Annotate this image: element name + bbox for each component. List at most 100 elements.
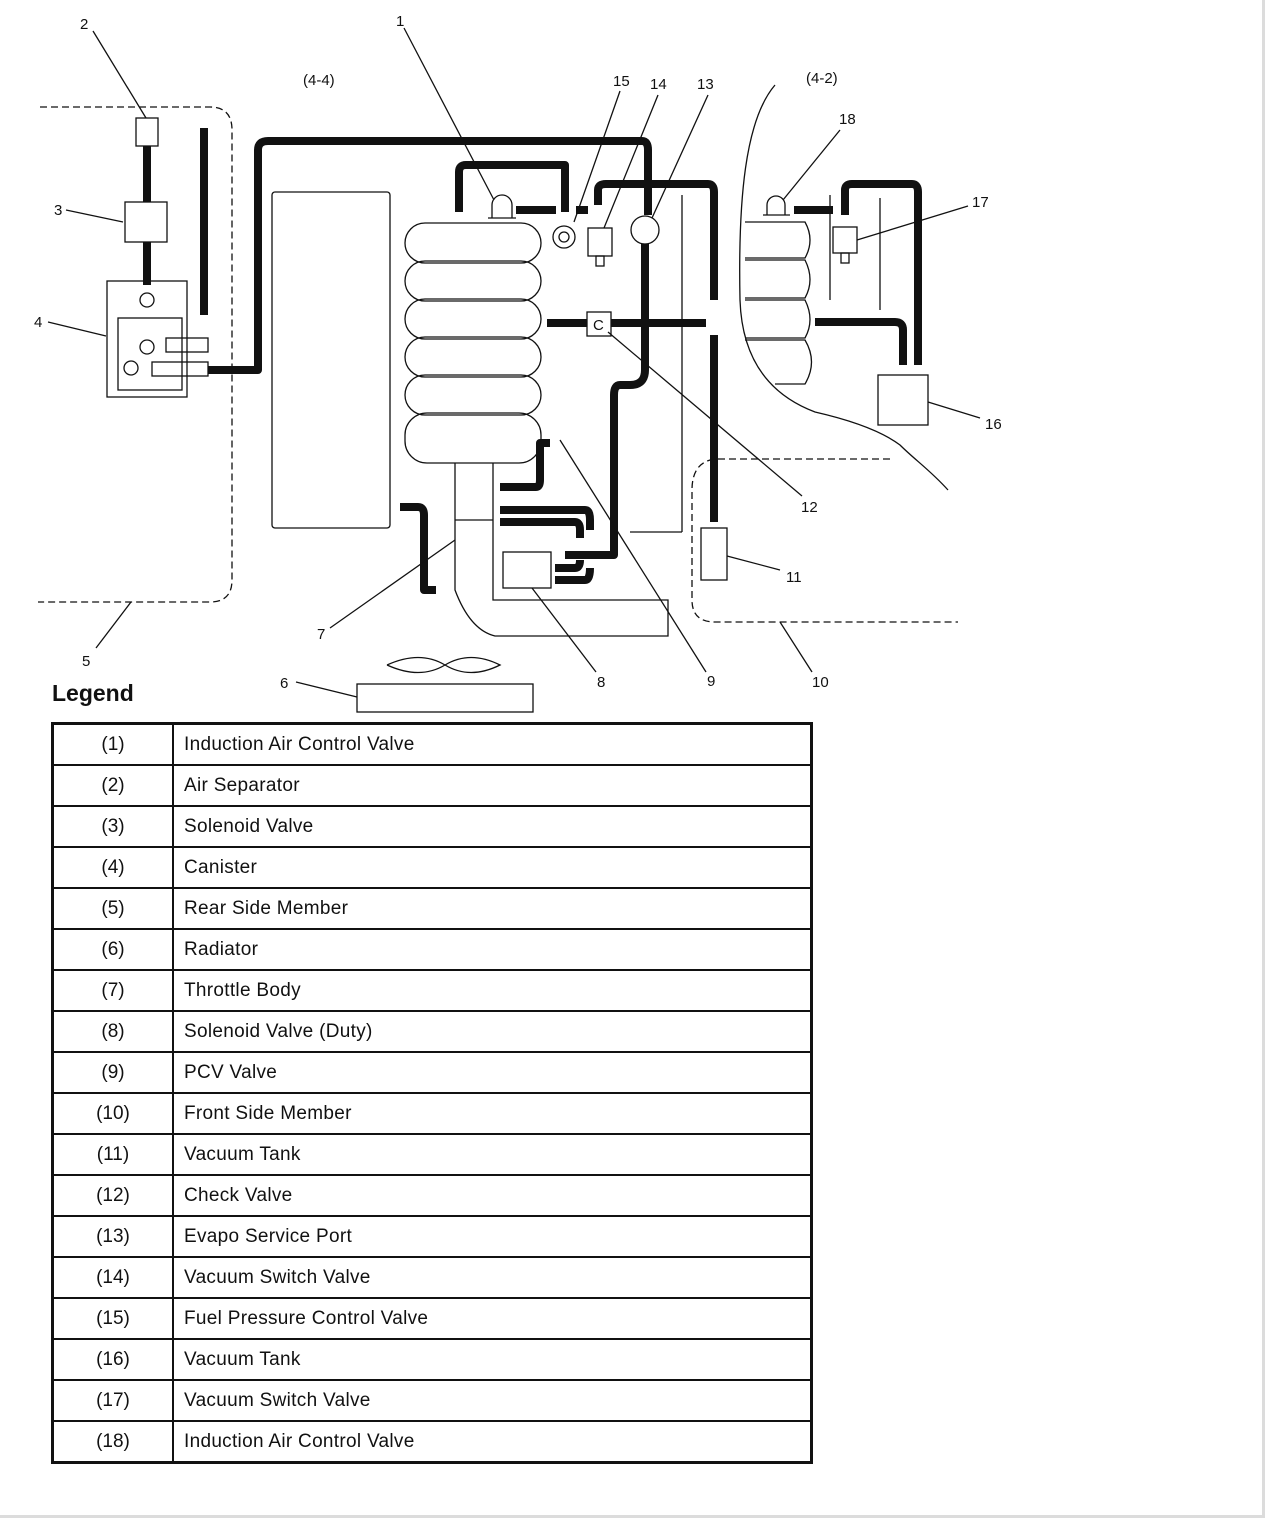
callout-14: 14 xyxy=(650,76,667,93)
legend-number: (11) xyxy=(51,1133,174,1176)
canister xyxy=(106,280,188,398)
legend-number: (15) xyxy=(51,1297,174,1340)
vacuum-tank-16 xyxy=(877,374,929,426)
vacuum-hose-diagram: 1 2 3 4 5 6 7 8 9 10 11 12 13 14 15 16 1… xyxy=(34,13,1002,713)
air-separator xyxy=(135,117,159,147)
legend-description: Solenoid Valve (Duty) xyxy=(172,1010,813,1053)
legend-description: Solenoid Valve xyxy=(172,805,813,848)
callout-3: 3 xyxy=(54,202,62,219)
legend-row: (13)Evapo Service Port xyxy=(51,1215,813,1258)
callout-16: 16 xyxy=(985,416,1002,433)
legend-description: Vacuum Switch Valve xyxy=(172,1379,813,1422)
legend-description: Throttle Body xyxy=(172,969,813,1012)
legend-description: Canister xyxy=(172,846,813,889)
legend-row: (8)Solenoid Valve (Duty) xyxy=(51,1010,813,1053)
legend-number: (10) xyxy=(51,1092,174,1135)
solenoid-valve xyxy=(124,201,168,243)
legend-row: (18)Induction Air Control Valve xyxy=(51,1420,813,1464)
legend-number: (3) xyxy=(51,805,174,848)
inset-view-outline xyxy=(739,84,949,491)
intake-manifold xyxy=(404,222,542,464)
legend-description: Front Side Member xyxy=(172,1092,813,1135)
legend-number: (18) xyxy=(51,1420,174,1464)
radiator xyxy=(356,683,534,713)
callout-7: 7 xyxy=(317,626,325,643)
callout-11: 11 xyxy=(786,569,802,586)
legend-description: Fuel Pressure Control Valve xyxy=(172,1297,813,1340)
induction-air-control-valve xyxy=(488,194,516,219)
view-label-left: (4-4) xyxy=(303,72,335,89)
induction-air-control-valve-18 xyxy=(763,195,790,216)
legend-description: Induction Air Control Valve xyxy=(172,1420,813,1464)
legend-title: Legend xyxy=(52,680,134,706)
legend-row: (4)Canister xyxy=(51,846,813,889)
legend-row: (11)Vacuum Tank xyxy=(51,1133,813,1176)
legend-row: (17)Vacuum Switch Valve xyxy=(51,1379,813,1422)
legend-description: Vacuum Tank xyxy=(172,1133,813,1176)
legend-description: Check Valve xyxy=(172,1174,813,1217)
callout-4: 4 xyxy=(34,314,42,331)
legend-row: (15)Fuel Pressure Control Valve xyxy=(51,1297,813,1340)
legend-description: Air Separator xyxy=(172,764,813,807)
callout-9: 9 xyxy=(707,673,715,690)
vacuum-hoses xyxy=(143,128,922,594)
callout-17: 17 xyxy=(972,194,989,211)
inset-manifold xyxy=(745,221,813,385)
legend-row: (7)Throttle Body xyxy=(51,969,813,1012)
legend-number: (17) xyxy=(51,1379,174,1422)
solenoid-valve-duty xyxy=(502,551,552,589)
cooling-fan xyxy=(386,656,502,674)
legend-number: (2) xyxy=(51,764,174,807)
vacuum-switch-valve xyxy=(587,227,613,257)
legend-description: PCV Valve xyxy=(172,1051,813,1094)
legend-number: (14) xyxy=(51,1256,174,1299)
check-valve-letter: C xyxy=(593,317,604,334)
leader-lines xyxy=(47,27,981,698)
throttle-body xyxy=(454,463,669,637)
legend-row: (2)Air Separator xyxy=(51,764,813,807)
vacuum-tank-11 xyxy=(700,527,728,581)
legend-number: (6) xyxy=(51,928,174,971)
legend-number: (5) xyxy=(51,887,174,930)
callout-18: 18 xyxy=(839,111,856,128)
legend-number: (12) xyxy=(51,1174,174,1217)
rear-side-member-outline xyxy=(38,106,233,603)
radiator-panel xyxy=(271,191,391,529)
legend-number: (8) xyxy=(51,1010,174,1053)
legend-number: (9) xyxy=(51,1051,174,1094)
legend-row: (16)Vacuum Tank xyxy=(51,1338,813,1381)
legend-row: (9)PCV Valve xyxy=(51,1051,813,1094)
legend-row: (10)Front Side Member xyxy=(51,1092,813,1135)
legend-row: (14)Vacuum Switch Valve xyxy=(51,1256,813,1299)
legend-row: (3)Solenoid Valve xyxy=(51,805,813,848)
callout-8: 8 xyxy=(597,674,605,691)
legend-number: (7) xyxy=(51,969,174,1012)
legend-number: (1) xyxy=(51,722,174,766)
legend-description: Radiator xyxy=(172,928,813,971)
legend-table: (1)Induction Air Control Valve(2)Air Sep… xyxy=(51,722,813,1464)
view-label-right: (4-2) xyxy=(806,70,838,87)
legend-number: (13) xyxy=(51,1215,174,1258)
callout-15: 15 xyxy=(613,73,630,90)
legend-description: Vacuum Tank xyxy=(172,1338,813,1381)
legend-row: (1)Induction Air Control Valve xyxy=(51,722,813,766)
callout-12: 12 xyxy=(801,499,818,516)
vacuum-switch-valve-17 xyxy=(832,226,858,254)
legend-description: Induction Air Control Valve xyxy=(172,722,813,766)
legend-row: (5)Rear Side Member xyxy=(51,887,813,930)
legend-description: Rear Side Member xyxy=(172,887,813,930)
callout-5: 5 xyxy=(82,653,90,670)
legend-description: Vacuum Switch Valve xyxy=(172,1256,813,1299)
legend-description: Evapo Service Port xyxy=(172,1215,813,1258)
evapo-service-port xyxy=(630,215,660,245)
legend-row: (6)Radiator xyxy=(51,928,813,971)
canister-inner xyxy=(117,317,183,391)
callout-2: 2 xyxy=(80,16,88,33)
legend-number: (16) xyxy=(51,1338,174,1381)
callout-10: 10 xyxy=(812,674,829,691)
callout-6: 6 xyxy=(280,675,288,692)
legend-row: (12)Check Valve xyxy=(51,1174,813,1217)
front-side-member-outline xyxy=(691,458,958,623)
callout-1: 1 xyxy=(396,13,404,30)
fuel-pressure-control-valve xyxy=(552,225,576,249)
